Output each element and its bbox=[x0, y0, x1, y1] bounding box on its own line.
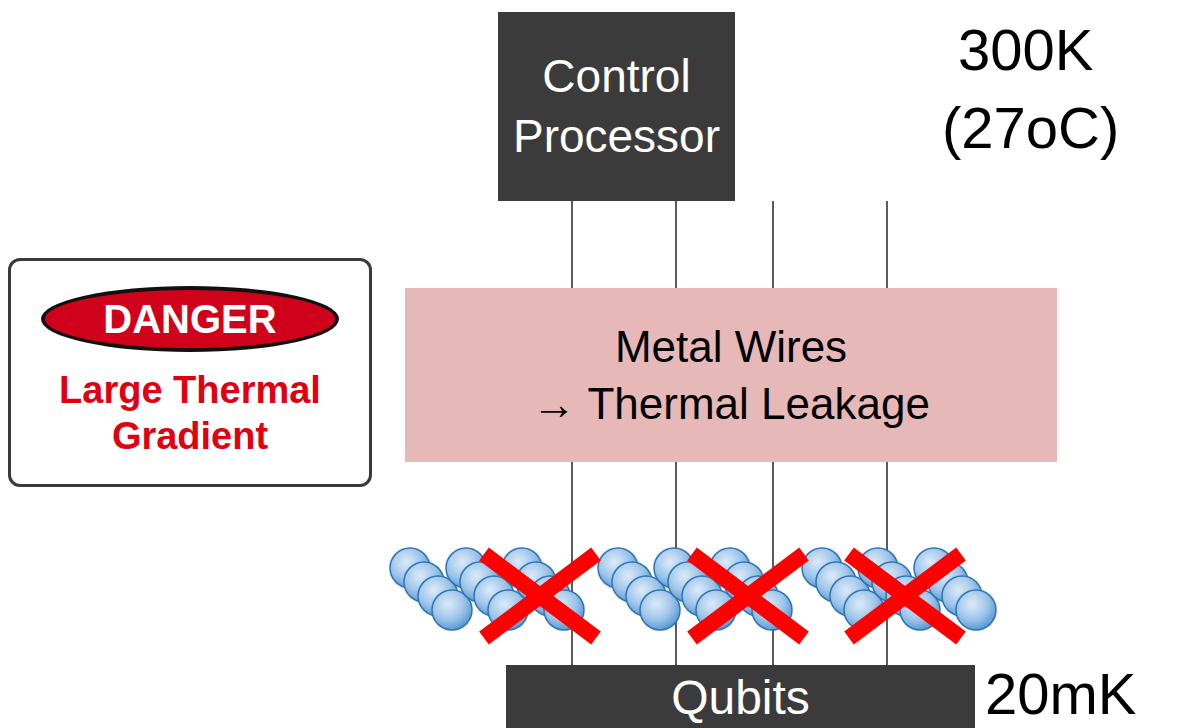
box-subtitle: → Thermal Leakage bbox=[532, 375, 930, 432]
temperature-label: 20mK bbox=[985, 664, 1137, 725]
error-cross bbox=[484, 554, 596, 638]
wire-line bbox=[886, 201, 888, 288]
box-title: Metal Wires bbox=[615, 318, 847, 375]
error-cross bbox=[692, 554, 804, 638]
danger-badge: DANGER bbox=[41, 286, 338, 352]
wire-line bbox=[772, 201, 774, 288]
danger-sign: DANGER Large Thermal Gradient bbox=[8, 258, 372, 487]
box-title: Qubits bbox=[671, 672, 810, 725]
qubit-ball bbox=[956, 590, 996, 630]
wire-line bbox=[772, 462, 774, 665]
temperature-label: (27oC) bbox=[942, 98, 1119, 159]
wire-box: Metal Wires→ Thermal Leakage bbox=[405, 288, 1057, 462]
box-title: Control Processor bbox=[506, 47, 727, 167]
error-cross bbox=[849, 554, 961, 638]
processor-box: Control Processor bbox=[498, 12, 735, 201]
wire-line bbox=[675, 201, 677, 288]
qubit-box: Qubits bbox=[506, 665, 975, 728]
error-crosses bbox=[484, 554, 961, 638]
warning-text: Large Thermal Gradient bbox=[19, 368, 361, 459]
temperature-label: 300K bbox=[958, 20, 1093, 81]
wire-line bbox=[571, 201, 573, 288]
